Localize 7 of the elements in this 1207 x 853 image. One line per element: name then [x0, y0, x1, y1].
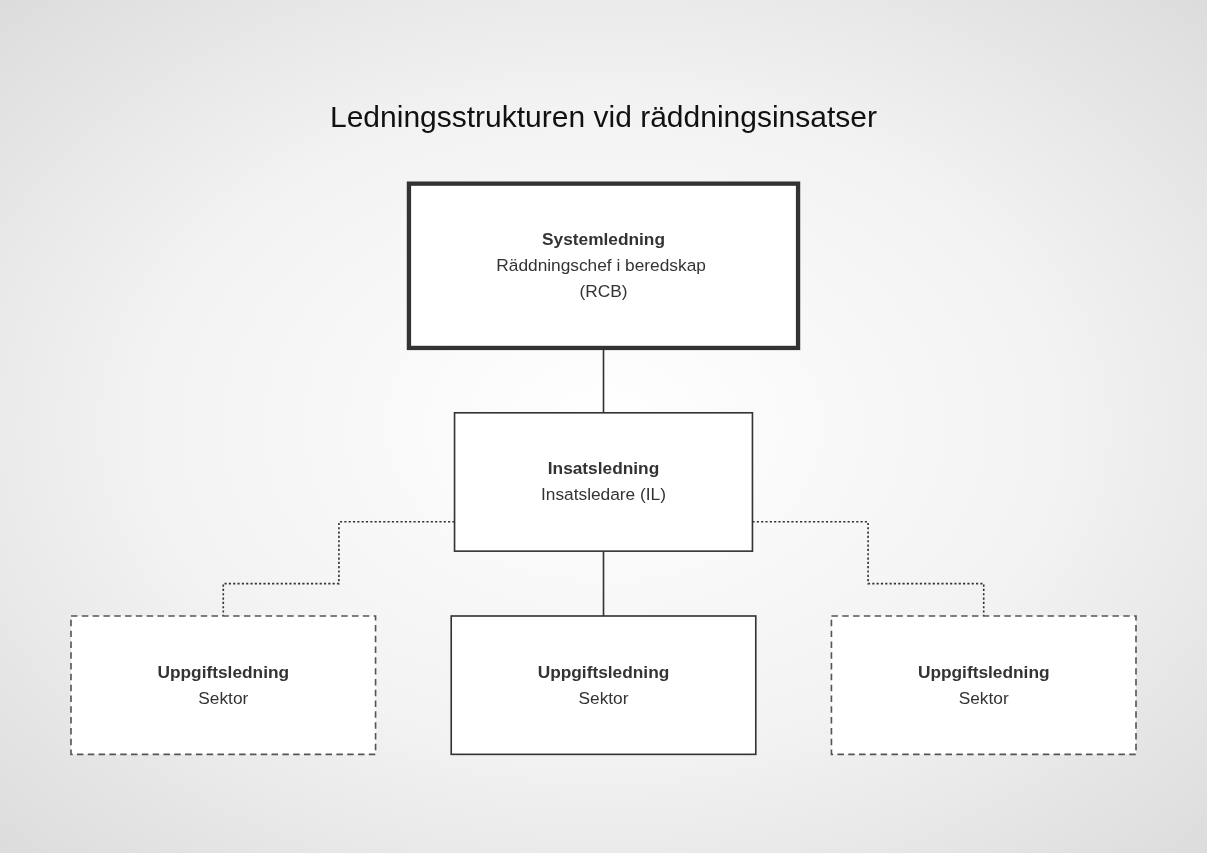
node-box: Insatsledning Insatsledare (IL): [453, 412, 754, 552]
node-box: Systemledning Räddningschef i beredskap (RCB): [406, 181, 801, 351]
connector: [602, 550, 605, 617]
diagram-title: Ledningsstrukturen vid räddningsinsatser: [330, 100, 877, 134]
node-box: Uppgiftsledning Sektor: [450, 615, 757, 756]
node-box: Uppgiftsledning Sektor: [830, 615, 1137, 756]
node-box: Uppgiftsledning Sektor: [70, 615, 377, 756]
